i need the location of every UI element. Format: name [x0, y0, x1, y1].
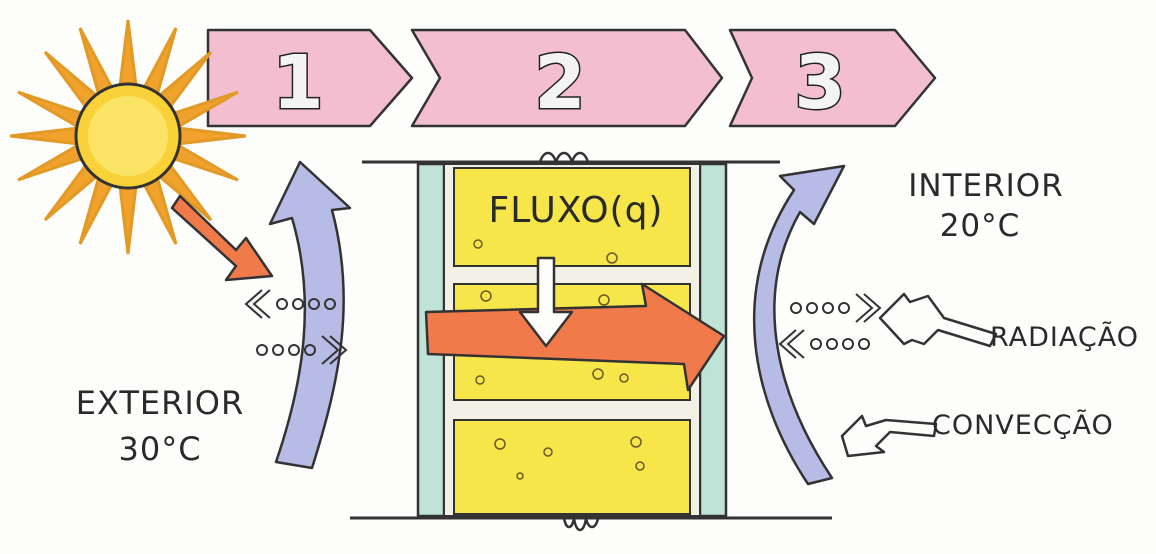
convection-label: CONVECÇÃO	[932, 409, 1114, 441]
sun-icon	[9, 19, 247, 255]
solar-radiation-arrow	[170, 194, 274, 282]
stage-arrow-2: 2	[410, 28, 724, 128]
radiation-label: RADIAÇÃO	[990, 321, 1139, 353]
flux-label: FLUXO(q)	[489, 190, 664, 231]
convection-arrow-exterior	[268, 160, 352, 470]
convection-arrow-interior	[752, 164, 846, 486]
interior-temperature: 20°C	[940, 208, 1021, 244]
stage-label-3: 3	[794, 40, 846, 126]
heat-flow-arrow	[424, 282, 726, 392]
exterior-temperature: 30°C	[118, 430, 201, 468]
convection-pointer-icon	[840, 414, 938, 458]
stage-arrow-3: 3	[728, 28, 937, 128]
interior-label: INTERIOR	[908, 168, 1063, 204]
stage-arrows: 1 2 3	[206, 28, 937, 128]
stage-arrow-1: 1	[206, 28, 414, 128]
exterior-label: EXTERIOR	[76, 384, 244, 422]
radiation-pointer-icon	[878, 292, 998, 348]
stage-label-2: 2	[534, 40, 586, 126]
radiation-waves-exterior	[244, 289, 348, 365]
stage-label-1: 1	[272, 40, 324, 126]
radiation-waves-interior	[778, 293, 882, 359]
flux-down-arrow	[518, 256, 574, 348]
